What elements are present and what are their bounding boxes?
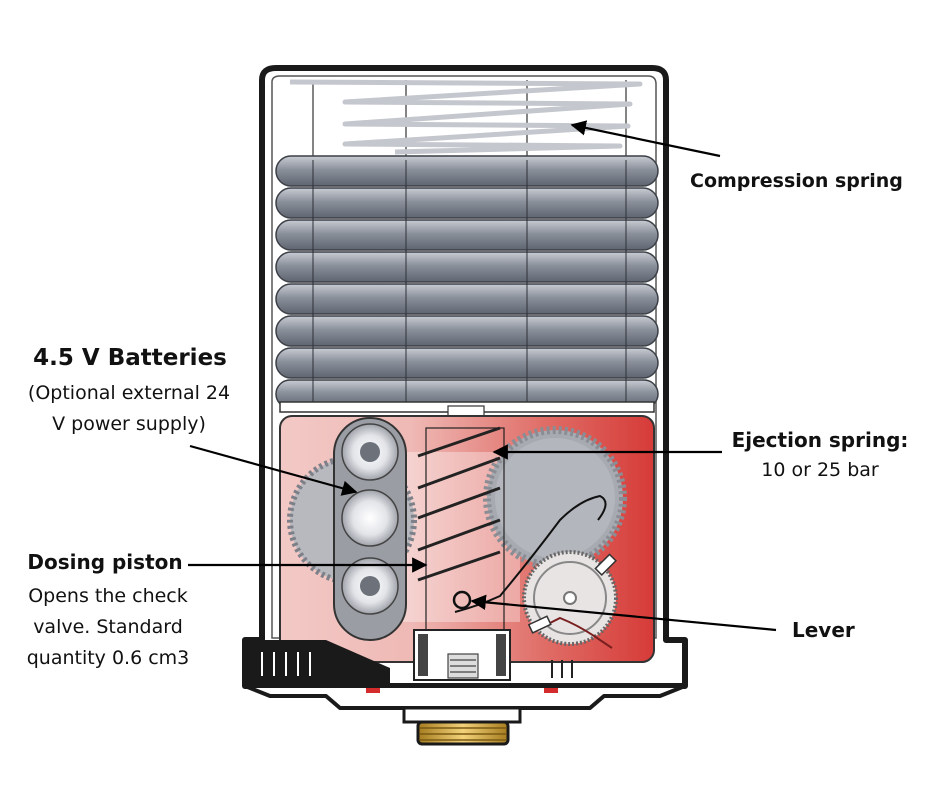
lever-arrow	[470, 594, 777, 632]
main-gear	[483, 426, 627, 570]
batteries-arrow	[189, 444, 358, 496]
compression-spring	[289, 79, 643, 155]
dosing-piston	[413, 629, 511, 681]
lever	[452, 494, 607, 613]
batteries-subtitle-line-1: (Optional external 24	[27, 382, 231, 404]
switch-block	[245, 640, 390, 686]
dosing-piston-title: Dosing piston	[27, 550, 183, 574]
bellows-rod-overlay	[312, 160, 627, 405]
bellows	[275, 155, 659, 409]
batteries-title: 4.5 V Batteries	[33, 345, 227, 371]
ejection-spring	[417, 426, 505, 637]
compression-spring-label: Compression spring	[690, 170, 903, 192]
threaded-connector	[402, 706, 522, 746]
dosing-piston-subtitle-line-3: quantity 0.6 cm3	[26, 647, 190, 669]
timer-wheel	[522, 550, 618, 649]
batteries-subtitle-line-2: V power supply)	[52, 413, 206, 435]
indicator-ticks	[551, 660, 573, 678]
base-plate	[243, 684, 687, 710]
callout-arrows	[188, 120, 777, 632]
dosing-piston-subtitle-line-1: Opens the check	[28, 585, 188, 607]
batteries	[333, 417, 407, 641]
lever-label: Lever	[792, 618, 855, 642]
dosing-piston-subtitle-line-2: valve. Standard	[33, 616, 183, 638]
ejection-spring-title: Ejection spring:	[731, 428, 909, 452]
divider-plate	[279, 401, 655, 417]
ejection-spring-subtitle: 10 or 25 bar	[761, 459, 879, 481]
compression-spring-arrow	[570, 120, 721, 158]
